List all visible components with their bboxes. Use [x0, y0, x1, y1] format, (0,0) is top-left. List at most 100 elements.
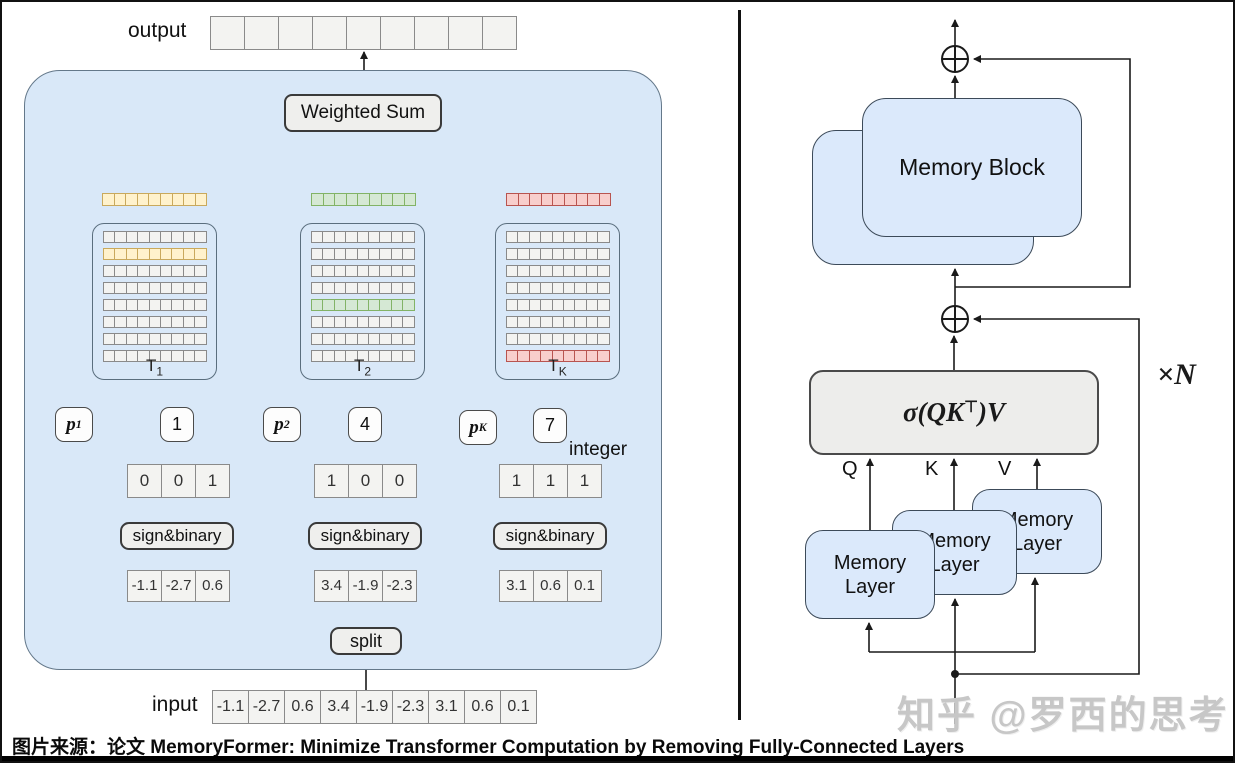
retrieved-vector-3 — [506, 193, 612, 206]
vector-cell: 1 — [499, 464, 534, 498]
sign-binary-box-2: sign&binary — [308, 522, 422, 550]
vector-cell: 0.6 — [284, 690, 321, 724]
highlighted-table-row — [311, 299, 424, 311]
vector-cell — [194, 193, 208, 206]
table-cell — [402, 282, 415, 294]
vector-cell: 1 — [195, 464, 230, 498]
retrieved-vector-2 — [311, 193, 417, 206]
vector-cell: 0 — [161, 464, 196, 498]
vector-cell: 1 — [314, 464, 349, 498]
table-row — [506, 265, 619, 277]
vector-cell: 0.1 — [567, 570, 602, 602]
table-row — [103, 316, 216, 328]
watermark: 知乎 @罗西的思考 — [897, 695, 1229, 737]
sign-binary-box-3: sign&binary — [493, 522, 607, 550]
vector-cell: -2.3 — [392, 690, 429, 724]
table-cell — [597, 316, 610, 328]
table-row — [311, 333, 424, 345]
table-row — [506, 333, 619, 345]
output-vector — [210, 16, 517, 50]
table-row — [506, 231, 619, 243]
vector-cell: -1.9 — [356, 690, 393, 724]
attention-formula: σ(QK⊤)V — [903, 397, 1005, 427]
table-cell — [402, 316, 415, 328]
table-row — [506, 316, 619, 328]
vector-cell: 0.1 — [500, 690, 537, 724]
table-label-1: T1 — [145, 355, 164, 378]
table-row — [311, 282, 424, 294]
vector-cell: 3.4 — [320, 690, 357, 724]
integer-box-3: 7 — [533, 408, 567, 443]
vector-cell: 0.6 — [464, 690, 501, 724]
vector-cell: -2.7 — [161, 570, 196, 602]
split-box: split — [330, 627, 402, 655]
table-row — [506, 282, 619, 294]
branch-junction-dot — [951, 670, 959, 678]
table-row — [103, 350, 216, 362]
vector-cell: 3.1 — [499, 570, 534, 602]
vector-cell — [448, 16, 483, 50]
vector-cell — [278, 16, 313, 50]
table-cell — [597, 231, 610, 243]
table-row — [506, 299, 619, 311]
table-cell — [402, 350, 415, 362]
table-row — [311, 350, 424, 362]
weighted-sum-label: Weighted Sum — [300, 102, 426, 123]
table-row — [103, 265, 216, 277]
table-cell — [194, 248, 207, 260]
v-label: V — [998, 458, 1012, 480]
table-cell — [402, 231, 415, 243]
table-cell — [597, 265, 610, 277]
table-row — [311, 265, 424, 277]
retrieved-vector-1 — [102, 193, 208, 206]
vector-cell: -2.7 — [248, 690, 285, 724]
repeat-n-label: ×N — [1157, 358, 1196, 391]
vector-cell — [482, 16, 517, 50]
table-label-2: T2 — [353, 355, 372, 378]
table-cell — [194, 299, 207, 311]
vector-cell: 0.6 — [533, 570, 568, 602]
table-cell — [402, 265, 415, 277]
integer-box-1: 1 — [160, 407, 194, 442]
output-label: output — [128, 19, 187, 42]
vector-cell — [346, 16, 381, 50]
panel-divider — [738, 10, 741, 720]
table-cell — [194, 333, 207, 345]
vector-cell — [598, 193, 612, 206]
table-row — [311, 231, 424, 243]
table-cell — [194, 350, 207, 362]
vector-cell: -1.9 — [348, 570, 383, 602]
table-row — [103, 299, 216, 311]
table-cell — [194, 282, 207, 294]
table-cell — [597, 248, 610, 260]
table-row — [311, 316, 424, 328]
caption: 图片来源：论文 MemoryFormer: Minimize Transform… — [12, 737, 965, 758]
table-row — [103, 282, 216, 294]
hash-table-3: TK — [495, 223, 620, 380]
k-label: K — [925, 458, 939, 480]
highlighted-table-row — [103, 248, 216, 260]
table-cell — [402, 333, 415, 345]
memory-block-front: Memory Block — [862, 98, 1082, 237]
vector-cell: 0.6 — [195, 570, 230, 602]
table-cell — [194, 231, 207, 243]
integer-annotation: integer — [569, 439, 628, 460]
bottom-border-bar — [2, 756, 1233, 761]
vector-cell: -1.1 — [212, 690, 249, 724]
hash-table-1: T1 — [92, 223, 217, 380]
memory-layer-q: Memory Layer — [805, 530, 935, 619]
table-cell — [597, 282, 610, 294]
table-row — [506, 248, 619, 260]
vector-cell: 0 — [127, 464, 162, 498]
vector-cell — [312, 16, 347, 50]
table-cell — [597, 333, 610, 345]
table-cell — [194, 316, 207, 328]
